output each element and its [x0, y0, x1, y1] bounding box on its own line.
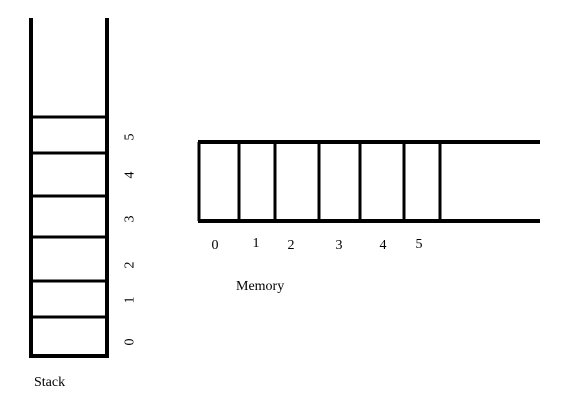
- memory-cell-label: 3: [336, 238, 343, 253]
- stack-caption: Stack: [34, 375, 65, 390]
- memory-cell-label: 5: [416, 237, 423, 252]
- stack-slot-label: 4: [123, 172, 138, 179]
- stack: [29, 18, 109, 358]
- stack-slot-labels: 5 4 3 2 1 0: [123, 134, 138, 346]
- memory-cell-label: 2: [288, 238, 295, 253]
- memory-cell-label: 0: [212, 238, 219, 253]
- stack-slot-label: 1: [123, 297, 138, 304]
- memory-cell-label: 1: [253, 236, 260, 251]
- stack-slot-label: 2: [123, 262, 138, 269]
- memory-caption: Memory: [236, 279, 284, 294]
- memory-cell-label: 4: [380, 238, 387, 253]
- stack-slot-label: 0: [123, 339, 138, 346]
- memory-cell-labels: 0 1 2 3 4 5: [212, 236, 423, 253]
- stack-slot-label: 5: [123, 134, 138, 141]
- memory: [197, 140, 540, 223]
- stack-slot-label: 3: [123, 216, 138, 223]
